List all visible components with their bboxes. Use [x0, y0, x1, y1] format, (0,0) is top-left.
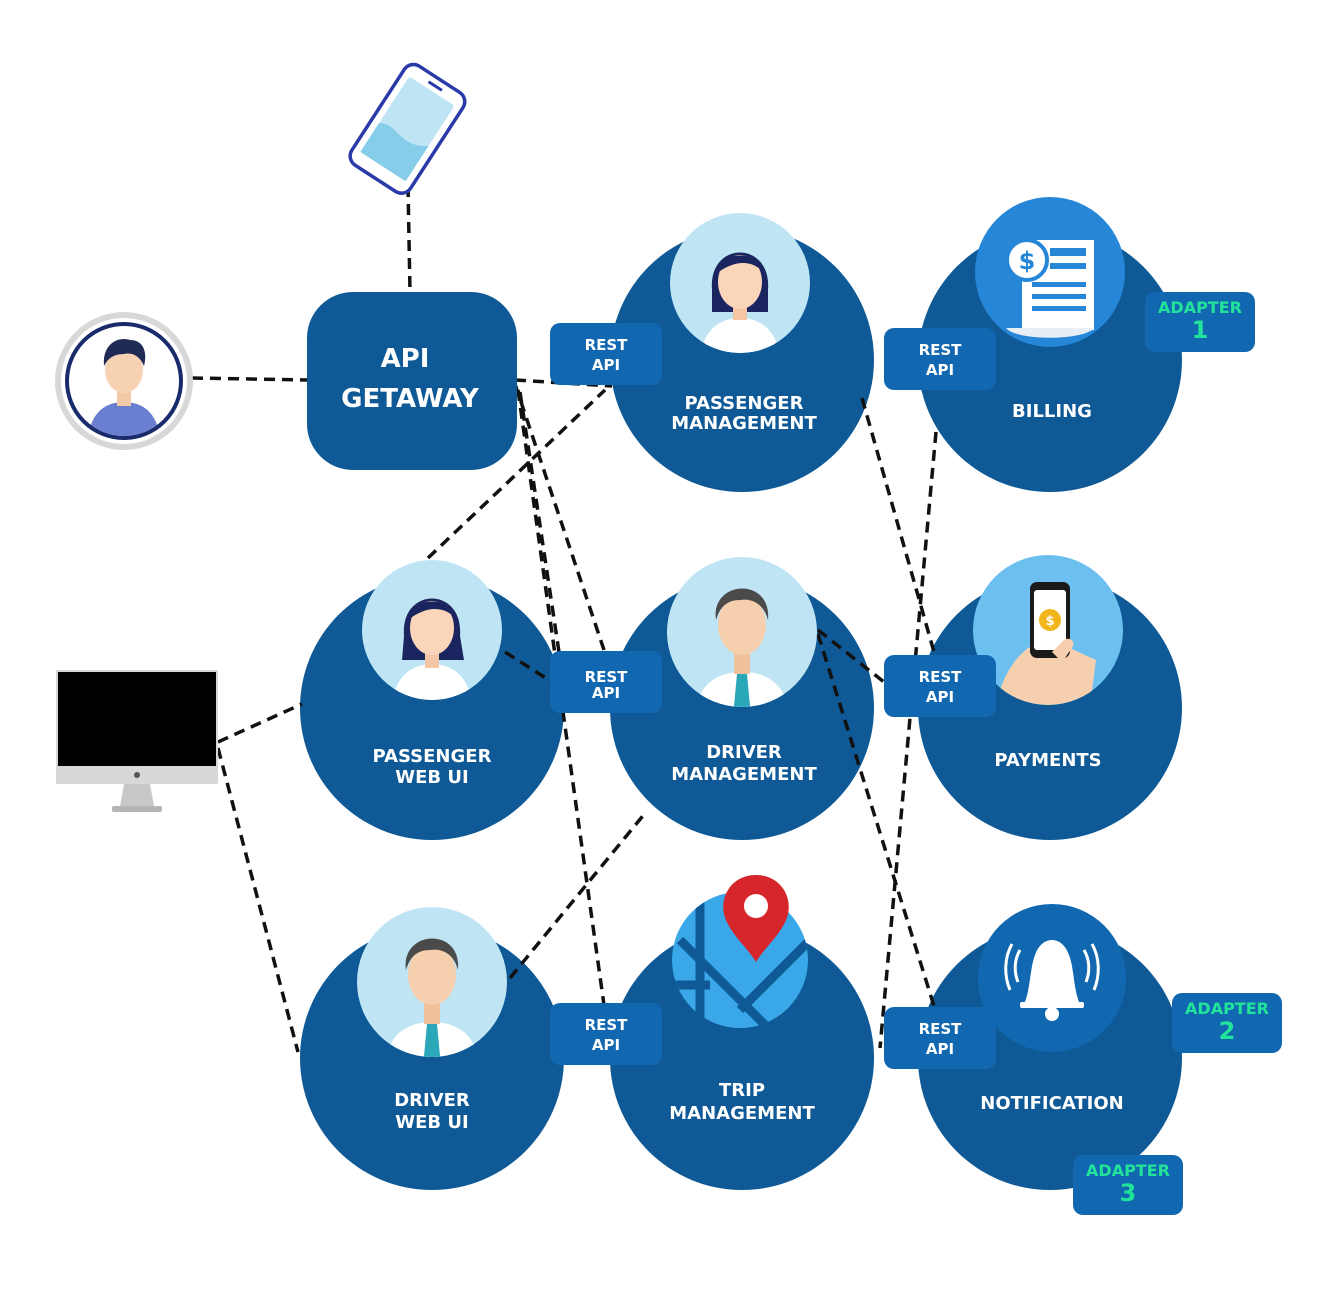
woman-avatar-icon [670, 213, 810, 353]
driver-web-ui-label-2: WEB UI [395, 1112, 468, 1133]
svg-text:REST: REST [919, 1020, 963, 1038]
user-avatar-icon [55, 312, 193, 450]
svg-text:ADAPTER: ADAPTER [1185, 999, 1269, 1018]
connector-billing-trip [878, 431, 938, 1049]
woman-avatar-icon-2 [362, 560, 502, 700]
connector-passenger-ui-rest [504, 650, 553, 684]
gateway-line2: GETAWAY [341, 384, 480, 414]
invoice-icon: $ [975, 197, 1125, 347]
svg-text:$: $ [1019, 247, 1036, 275]
rest-api-badge-notification: REST API [884, 1007, 996, 1069]
svg-text:$: $ [1045, 614, 1054, 629]
rest-api-badge-payments: REST API [884, 655, 996, 717]
man-avatar-icon-2 [357, 907, 507, 1057]
connector-desktop-driver-ui [216, 747, 300, 1053]
connector-driver-mgmt-payments [816, 628, 886, 684]
svg-text:3: 3 [1120, 1179, 1137, 1207]
svg-text:REST: REST [919, 341, 963, 359]
rest-api-badge-billing: REST API [884, 328, 996, 390]
rest-api-badge-passenger-mgmt: REST API [550, 323, 662, 385]
connector-driver-mgmt-notification [816, 633, 936, 1007]
svg-text:REST: REST [585, 336, 629, 354]
svg-text:2: 2 [1219, 1017, 1236, 1045]
rest-api-badges: REST API REST API REST API REST API REST… [550, 323, 996, 1069]
svg-text:1: 1 [1192, 316, 1209, 344]
driver-management-label-1: DRIVER [706, 742, 782, 763]
rest-api-badge-driver-mgmt: REST API [550, 651, 662, 713]
driver-web-ui-label-1: DRIVER [394, 1090, 470, 1111]
connector-passenger-ui-passenger-mgmt [426, 388, 607, 560]
billing-label: BILLING [1012, 401, 1092, 422]
desktop-monitor-icon [56, 670, 218, 812]
svg-text:API: API [926, 361, 954, 379]
svg-text:API: API [592, 684, 620, 702]
svg-text:API: API [592, 1036, 620, 1054]
connector-user-gateway [191, 376, 309, 382]
connector-phone-gateway [406, 185, 412, 293]
passenger-web-ui-label-2: WEB UI [395, 767, 468, 788]
man-avatar-icon [667, 557, 817, 707]
passenger-management-label-1: PASSENGER [685, 393, 804, 414]
notification-label: NOTIFICATION [980, 1093, 1123, 1114]
adapter-badge-3: ADAPTER 3 [1073, 1155, 1183, 1215]
trip-management-label-1: TRIP [719, 1080, 765, 1101]
payments-label: PAYMENTS [994, 750, 1101, 771]
connector-desktop-passenger-ui [217, 702, 303, 744]
bell-icon [978, 904, 1126, 1052]
connector-gateway-driver-mgmt [513, 383, 606, 651]
svg-text:REST: REST [585, 1016, 629, 1034]
trip-management-label-2: MANAGEMENT [669, 1103, 815, 1124]
svg-text:ADAPTER: ADAPTER [1158, 298, 1242, 317]
svg-text:REST: REST [585, 668, 629, 686]
map-pin-icon [672, 875, 808, 1028]
trip-management-node [610, 926, 874, 1190]
driver-management-label-2: MANAGEMENT [671, 764, 817, 785]
svg-text:API: API [592, 356, 620, 374]
adapter-badges: ADAPTER 1 ADAPTER 2 ADAPTER 3 [1073, 292, 1282, 1215]
rest-api-badge-trip-mgmt: REST API [550, 1003, 662, 1065]
passenger-management-label-2: MANAGEMENT [671, 413, 817, 434]
adapter-badge-1: ADAPTER 1 [1145, 292, 1255, 352]
svg-text:ADAPTER: ADAPTER [1086, 1161, 1170, 1180]
adapter-badge-2: ADAPTER 2 [1172, 993, 1282, 1053]
hand-phone-payment-icon: $ [973, 555, 1123, 705]
svg-text:REST: REST [919, 668, 963, 686]
mobile-phone-icon [348, 62, 467, 195]
service-labels: PASSENGER MANAGEMENT BILLING PASSENGER W… [373, 393, 1124, 1133]
connector-driver-ui-driver-mgmt [508, 810, 648, 980]
gateway-line1: API [381, 344, 430, 374]
connector-passenger-mgmt-payments [860, 397, 936, 653]
svg-text:API: API [926, 688, 954, 706]
passenger-web-ui-label-1: PASSENGER [373, 746, 492, 767]
svg-text:API: API [926, 1040, 954, 1058]
api-gateway: API GETAWAY [307, 292, 517, 470]
